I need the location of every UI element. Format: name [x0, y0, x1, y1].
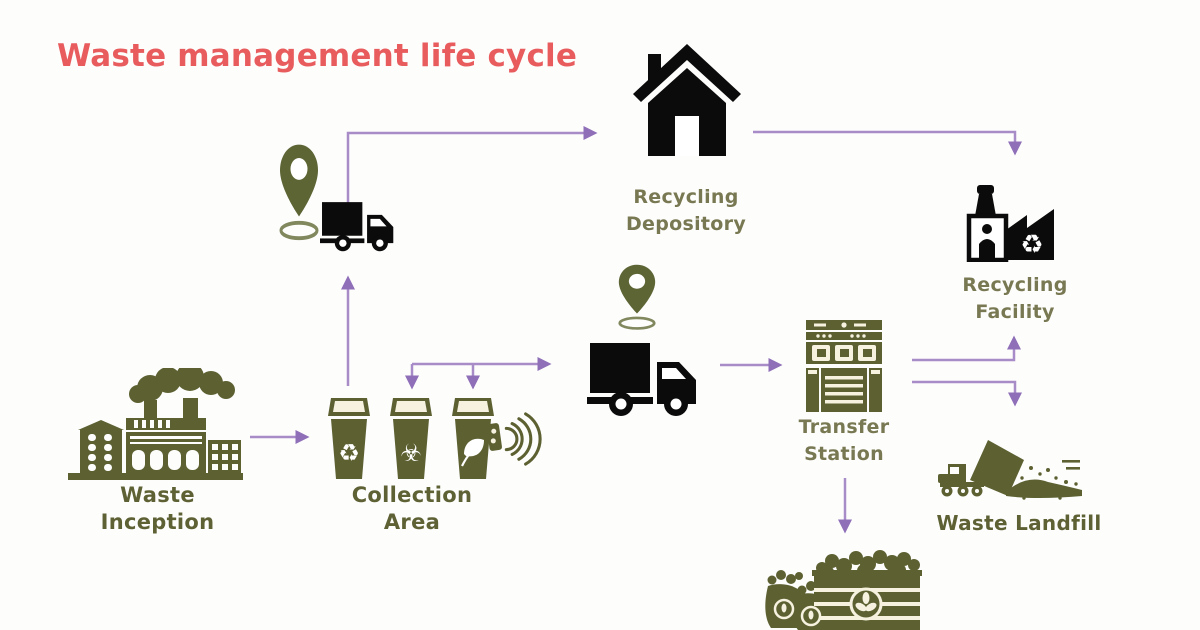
biohazard-bin-icon: ☣ [390, 398, 432, 479]
recycling-facility-icon: ♻ [966, 185, 1054, 262]
signal-waves-icon [486, 412, 542, 466]
organic-waste-icon [765, 550, 922, 630]
recycle-symbol: ♻ [338, 439, 360, 467]
transport-truck-icon [587, 343, 696, 416]
leaf-symbol [461, 438, 484, 467]
recycle-bin-icon: ♻ [328, 398, 370, 479]
page-title: Waste management life cycle [57, 38, 578, 74]
transfer-station-label: Transfer Station [798, 416, 890, 465]
transfer-station-icon [806, 320, 882, 412]
location-pin-icon [618, 264, 656, 330]
arrow-depository-to-facility [753, 130, 1022, 156]
waste-inception-label: Waste Inception [100, 483, 215, 534]
arrow-transfer-to-facility [912, 335, 1021, 362]
arrow-transfer-to-landfill [912, 380, 1022, 407]
location-pin-icon [279, 144, 319, 241]
biohazard-symbol: ☣ [400, 439, 422, 467]
house-icon [633, 44, 741, 156]
waste-landfill-icon [938, 440, 1082, 500]
collection-truck-icon [320, 202, 394, 252]
recycling-facility-label: Recycling Facility [962, 274, 1068, 323]
organic-bin-icon [452, 398, 494, 479]
arrow-truck1-to-depository [346, 126, 598, 206]
recycling-depository-label: Recycling Depository [625, 186, 747, 235]
waste-inception-icon [68, 368, 243, 480]
waste-landfill-label: Waste Landfill [936, 511, 1102, 535]
recycle-symbol: ♻ [1020, 230, 1043, 260]
collection-area-label: Collection Area [351, 483, 473, 534]
